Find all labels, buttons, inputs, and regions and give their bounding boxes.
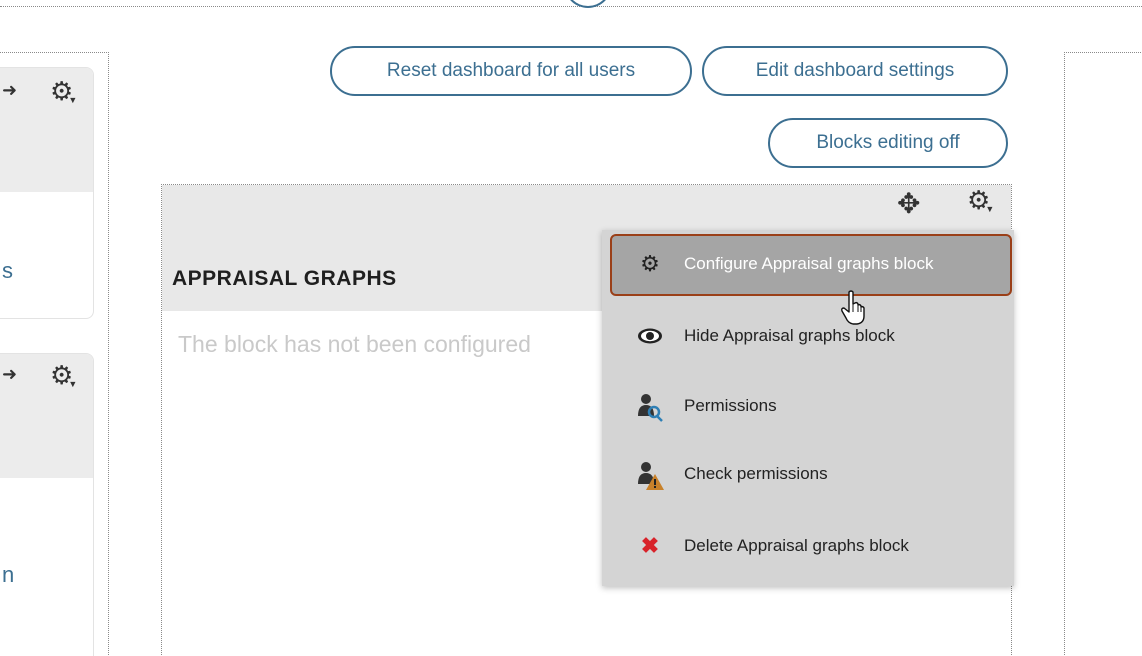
left-block-region: ➜ ⚙▼ s ➜ ⚙▼ n bbox=[0, 52, 109, 656]
gear-icon[interactable]: ⚙▼ bbox=[50, 360, 78, 390]
block-title: APPRAISAL GRAPHS bbox=[172, 267, 397, 290]
menu-item-label: Check permissions bbox=[684, 464, 828, 483]
menu-item-label: Delete Appraisal graphs block bbox=[684, 536, 909, 555]
left-block-header: ➜ ⚙▼ bbox=[0, 354, 93, 478]
gear-icon[interactable]: ⚙▼ bbox=[967, 185, 995, 215]
menu-item-permissions[interactable]: Permissions bbox=[602, 374, 1014, 440]
block-actions-menu: ⚙ Configure Appraisal graphs block Hide … bbox=[602, 230, 1014, 586]
menu-item-label: Configure Appraisal graphs block bbox=[684, 254, 934, 273]
hand-cursor-icon bbox=[841, 290, 865, 325]
edit-dashboard-settings-button[interactable]: Edit dashboard settings bbox=[702, 46, 1008, 96]
user-warning-icon bbox=[636, 460, 664, 490]
left-block-text: s bbox=[2, 258, 13, 283]
block-empty-message: The block has not been configured bbox=[178, 331, 531, 357]
move-icon[interactable]: ➜ bbox=[2, 80, 18, 100]
left-block-card-2: ➜ ⚙▼ n bbox=[0, 353, 94, 656]
menu-item-hide[interactable]: Hide Appraisal graphs block bbox=[602, 304, 1014, 370]
blocks-editing-toggle-button[interactable]: Blocks editing off bbox=[768, 118, 1008, 168]
left-block-header: ➜ ⚙▼ bbox=[0, 68, 93, 192]
left-block-text: n bbox=[2, 562, 15, 587]
menu-item-label: Hide Appraisal graphs block bbox=[684, 326, 895, 345]
gear-icon: ⚙ bbox=[640, 251, 660, 276]
delete-icon: ✖ bbox=[640, 533, 660, 558]
move-icon[interactable]: ➜ bbox=[2, 364, 18, 384]
reset-dashboard-button[interactable]: Reset dashboard for all users bbox=[330, 46, 692, 96]
menu-item-check-permissions[interactable]: Check permissions bbox=[602, 442, 1014, 508]
menu-item-label: Permissions bbox=[684, 396, 777, 415]
gear-icon[interactable]: ⚙▼ bbox=[50, 76, 78, 106]
move-icon[interactable]: ✥ bbox=[897, 188, 921, 219]
region-divider bbox=[0, 6, 1142, 7]
eye-icon bbox=[636, 322, 664, 350]
menu-item-delete[interactable]: ✖ Delete Appraisal graphs block bbox=[602, 514, 1014, 580]
right-block-region bbox=[1064, 52, 1142, 655]
user-key-icon bbox=[636, 392, 664, 422]
left-block-card-1: ➜ ⚙▼ s bbox=[0, 67, 94, 319]
menu-item-configure[interactable]: ⚙ Configure Appraisal graphs block bbox=[610, 234, 1012, 296]
